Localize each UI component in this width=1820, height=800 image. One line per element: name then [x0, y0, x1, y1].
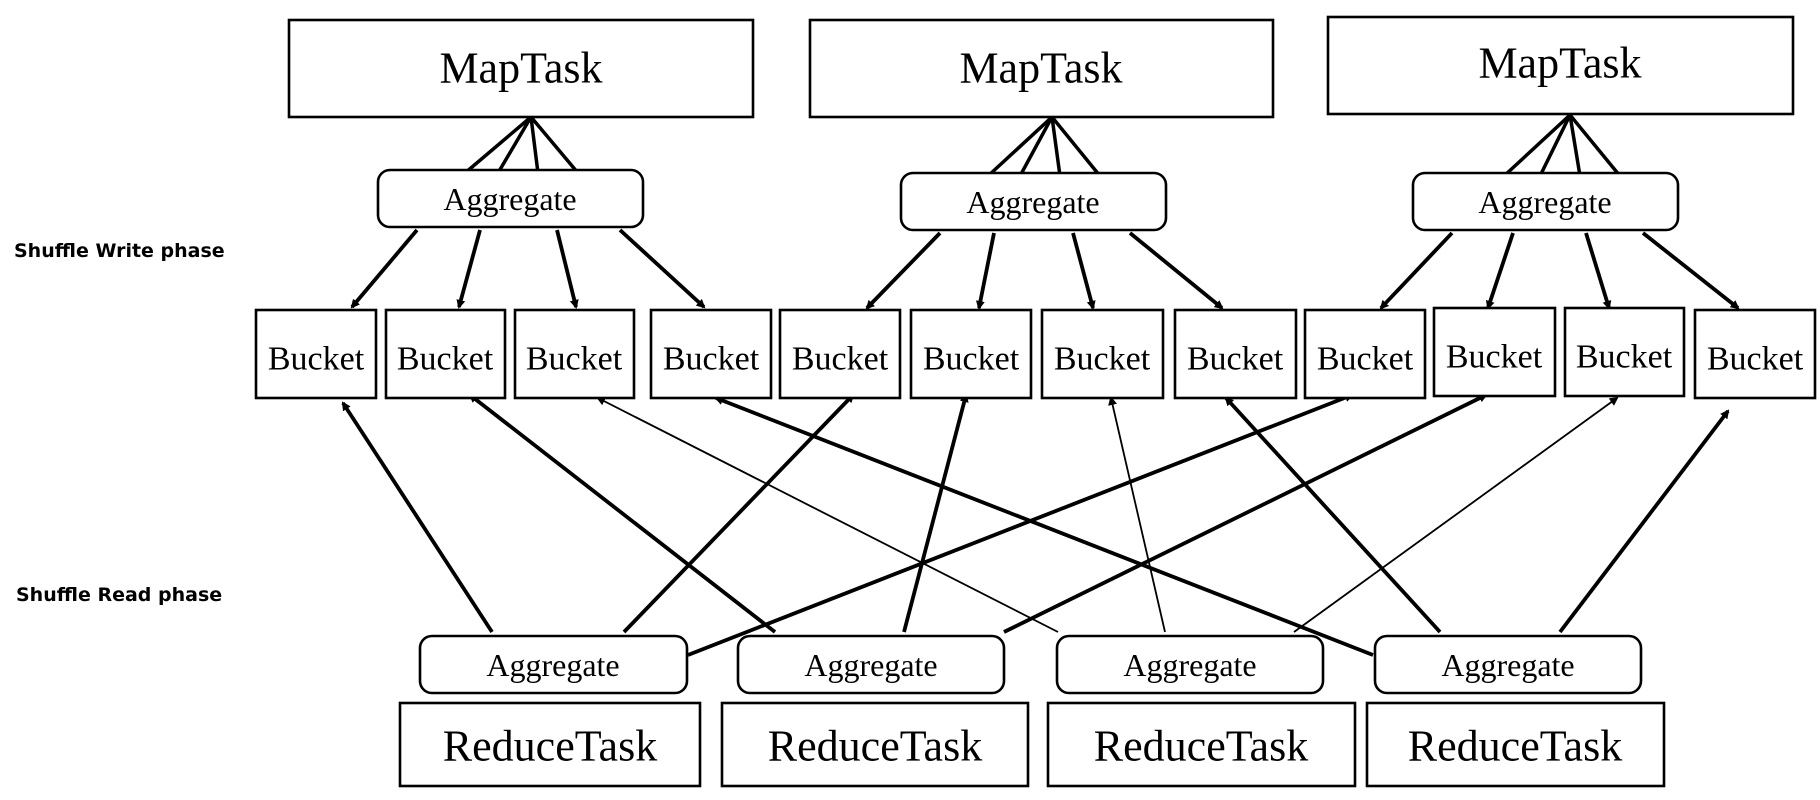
map-aggregate-1: Aggregate [378, 170, 643, 227]
svg-text:Bucket: Bucket [1187, 341, 1284, 378]
reduce-aggregate-4: Aggregate [1375, 636, 1641, 693]
svg-text:Aggregate: Aggregate [1441, 647, 1574, 683]
svg-text:Aggregate: Aggregate [804, 647, 937, 683]
map-aggregate-2: Aggregate [901, 173, 1166, 230]
svg-text:Bucket: Bucket [268, 341, 365, 378]
svg-text:MapTask: MapTask [959, 44, 1122, 93]
map-task-1: MapTask [289, 20, 753, 117]
write-arrows [352, 230, 1738, 308]
svg-text:Bucket: Bucket [1054, 341, 1151, 378]
reduce-task-4: ReduceTask [1367, 703, 1664, 786]
bucket-7: Bucket [1042, 310, 1163, 398]
svg-text:Aggregate: Aggregate [443, 181, 576, 217]
svg-text:Aggregate: Aggregate [1123, 647, 1256, 683]
svg-text:Bucket: Bucket [1446, 339, 1543, 376]
svg-text:Aggregate: Aggregate [486, 647, 619, 683]
map-task-2: MapTask [810, 20, 1273, 117]
reduce-aggregate-2: Aggregate [738, 636, 1004, 693]
svg-text:ReduceTask: ReduceTask [768, 722, 982, 771]
svg-text:Bucket: Bucket [792, 341, 889, 378]
svg-text:MapTask: MapTask [1478, 39, 1641, 88]
bucket-4: Bucket [651, 310, 771, 398]
svg-text:ReduceTask: ReduceTask [443, 722, 657, 771]
bucket-9: Bucket [1305, 310, 1425, 398]
bucket-3: Bucket [515, 310, 634, 398]
map-task-3: MapTask [1328, 17, 1793, 114]
shuffle-read-phase-label: Shuffle Read phase [16, 584, 222, 606]
reduce-task-1: ReduceTask [400, 703, 700, 786]
reduce-aggregate-1: Aggregate [420, 636, 687, 693]
bucket-10: Bucket [1434, 308, 1555, 396]
bucket-6: Bucket [911, 310, 1031, 398]
svg-text:Bucket: Bucket [923, 341, 1020, 378]
map-aggregate-3: Aggregate [1413, 173, 1678, 230]
svg-text:Aggregate: Aggregate [966, 184, 1099, 220]
bucket-11: Bucket [1565, 308, 1684, 396]
bucket-12: Bucket [1695, 310, 1815, 398]
map-fan-lines [465, 115, 1620, 176]
reduce-task-2: ReduceTask [722, 703, 1028, 786]
svg-text:Bucket: Bucket [1707, 341, 1804, 378]
svg-text:Bucket: Bucket [1576, 339, 1673, 376]
svg-text:Aggregate: Aggregate [1478, 184, 1611, 220]
svg-text:ReduceTask: ReduceTask [1094, 722, 1308, 771]
reduce-task-3: ReduceTask [1048, 703, 1355, 786]
svg-text:ReduceTask: ReduceTask [1408, 722, 1622, 771]
svg-text:Bucket: Bucket [663, 341, 760, 378]
bucket-1: Bucket [256, 310, 376, 398]
shuffle-write-phase-label: Shuffle Write phase [14, 240, 225, 262]
reduce-aggregate-3: Aggregate [1057, 636, 1323, 693]
svg-text:MapTask: MapTask [439, 44, 602, 93]
bucket-8: Bucket [1175, 310, 1296, 398]
svg-text:Bucket: Bucket [1317, 341, 1414, 378]
read-arrows [343, 395, 1728, 655]
bucket-2: Bucket [386, 310, 505, 398]
bucket-5: Bucket [780, 310, 900, 398]
svg-text:Bucket: Bucket [397, 341, 494, 378]
svg-text:Bucket: Bucket [526, 341, 623, 378]
